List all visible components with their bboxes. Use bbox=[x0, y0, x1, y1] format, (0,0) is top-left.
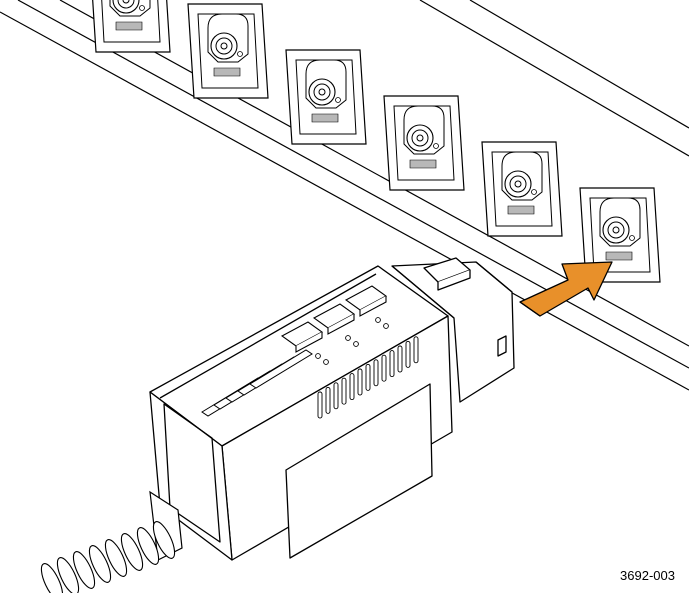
bnc-pin bbox=[220, 42, 228, 50]
insertion-arrow bbox=[519, 261, 613, 317]
bnc-outer-ring bbox=[406, 124, 434, 152]
probe-button-side bbox=[359, 296, 387, 317]
bnc-inner-ring bbox=[607, 221, 625, 239]
socket-spring-contacts bbox=[213, 67, 241, 77]
instrument-panel bbox=[0, 0, 689, 391]
bnc-inner-ring bbox=[313, 83, 331, 101]
cable-coil bbox=[104, 539, 128, 577]
probe-button-side bbox=[295, 332, 323, 353]
side-vent-slot bbox=[317, 391, 323, 419]
socket-screw bbox=[531, 189, 537, 195]
side-vent-slot bbox=[381, 354, 387, 382]
indicator-led bbox=[345, 335, 351, 341]
bnc-input-socket bbox=[285, 49, 367, 145]
bnc-inner-ring bbox=[215, 37, 233, 55]
side-vent-slot bbox=[365, 363, 371, 391]
indicator-led bbox=[375, 317, 381, 323]
bnc-inner-ring bbox=[509, 175, 527, 193]
cable-coil bbox=[40, 563, 64, 593]
socket-spring-contacts bbox=[507, 205, 535, 215]
side-vent-group bbox=[317, 336, 419, 419]
bnc-pin bbox=[514, 180, 522, 188]
cable-coil-group bbox=[40, 521, 176, 593]
bnc-outer-ring bbox=[504, 170, 532, 198]
indicator-led bbox=[353, 341, 359, 347]
probe-led-group bbox=[315, 317, 389, 365]
socket-screw bbox=[433, 143, 439, 149]
bnc-input-socket bbox=[187, 3, 269, 99]
bnc-outer-ring bbox=[112, 0, 140, 14]
bnc-pin bbox=[416, 134, 424, 142]
socket-spring-contacts bbox=[115, 21, 143, 31]
side-vent-slot bbox=[405, 340, 411, 368]
side-vent-slot bbox=[373, 359, 379, 387]
bnc-inner-ring bbox=[117, 0, 135, 9]
figure-id-label: 3692-003 bbox=[620, 568, 675, 583]
socket-spring-contacts bbox=[409, 159, 437, 169]
probe-button-side bbox=[327, 314, 355, 335]
bnc-input-row bbox=[92, 0, 661, 283]
side-vent-slot bbox=[341, 377, 347, 405]
socket-screw bbox=[139, 5, 145, 11]
bnc-pin bbox=[612, 226, 620, 234]
bnc-input-socket bbox=[92, 0, 171, 53]
cable-coil bbox=[56, 557, 80, 593]
cable-coil bbox=[120, 533, 144, 571]
socket-screw bbox=[237, 51, 243, 57]
side-vent-slot bbox=[397, 345, 403, 373]
side-vent-slot bbox=[349, 373, 355, 401]
indicator-led bbox=[323, 359, 329, 365]
socket-spring-contacts bbox=[311, 113, 339, 123]
side-vent-slot bbox=[333, 382, 339, 410]
bnc-input-socket bbox=[481, 141, 563, 237]
bnc-outer-ring bbox=[308, 78, 336, 106]
probe-body bbox=[149, 257, 515, 561]
front-vent-group bbox=[201, 349, 313, 417]
bnc-pin bbox=[122, 0, 130, 4]
cable-coil bbox=[72, 551, 96, 589]
bnc-inner-ring bbox=[411, 129, 429, 147]
side-vent-slot bbox=[389, 350, 395, 378]
cable-coil bbox=[88, 545, 112, 583]
side-vent-slot bbox=[357, 368, 363, 396]
socket-screw bbox=[335, 97, 341, 103]
bnc-input-socket bbox=[383, 95, 465, 191]
cable-coil bbox=[152, 521, 176, 559]
socket-recess bbox=[101, 0, 161, 43]
socket-spring-contacts bbox=[605, 251, 633, 261]
bnc-input-socket bbox=[579, 187, 661, 283]
bnc-outer-ring bbox=[210, 32, 238, 60]
probe-button-group bbox=[280, 285, 388, 353]
front-vent-slot bbox=[249, 349, 313, 389]
indicator-led bbox=[383, 323, 389, 329]
indicator-led bbox=[315, 353, 321, 359]
cable-coil bbox=[136, 527, 160, 565]
bnc-outer-ring bbox=[602, 216, 630, 244]
bnc-pin bbox=[318, 88, 326, 96]
side-vent-slot bbox=[413, 336, 419, 364]
socket-screw bbox=[629, 235, 635, 241]
side-vent-slot bbox=[325, 386, 331, 414]
